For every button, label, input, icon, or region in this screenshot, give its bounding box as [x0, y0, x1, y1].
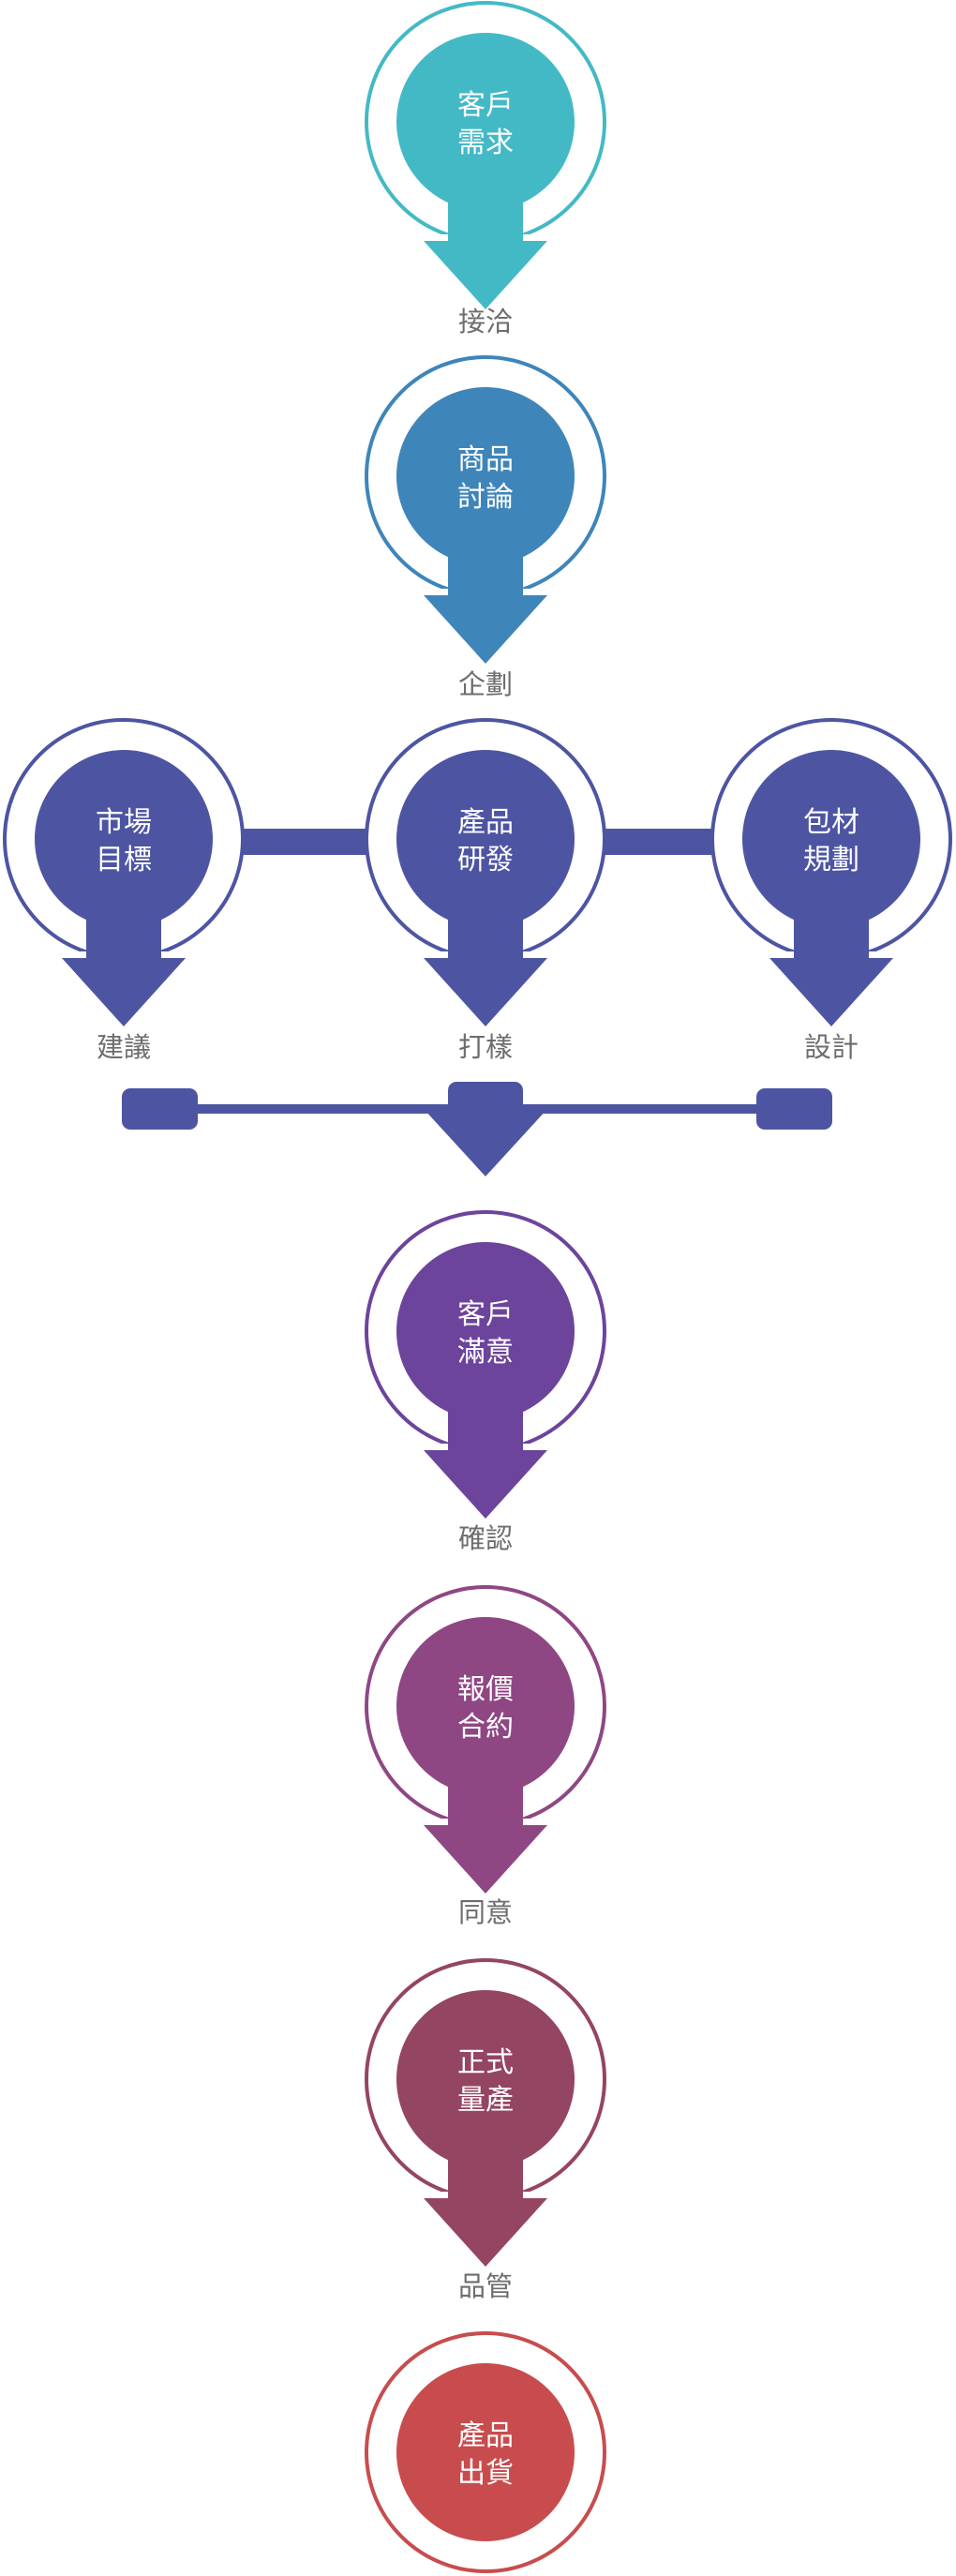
merge-bracket-left-cap — [122, 1088, 198, 1130]
pin-inner-circle — [396, 1242, 575, 1420]
pin-inner-circle — [396, 1990, 575, 2168]
step-label-sampling: 打樣 — [458, 1031, 513, 1063]
node-label-line1: 包材 — [803, 806, 859, 839]
node-label-line1: 客戶 — [457, 89, 514, 122]
pin-arrow-icon — [424, 1825, 547, 1894]
pin-arrow-icon — [62, 958, 186, 1026]
pin-arrow-icon — [424, 2198, 547, 2267]
merge-bracket-arrow — [424, 1109, 547, 1176]
pin-arrow-icon — [424, 595, 547, 664]
merge-bracket — [122, 1082, 832, 1176]
node-label-line1: 報價 — [457, 1673, 514, 1706]
step-label-design: 設計 — [804, 1031, 859, 1063]
pin-inner-circle — [396, 750, 575, 928]
pin-arrow-icon — [424, 241, 547, 309]
node-label-line1: 市場 — [96, 806, 152, 839]
step-label-contact: 接洽 — [458, 306, 513, 337]
pin-inner-circle — [35, 750, 213, 928]
step-label-confirmation: 確認 — [458, 1522, 513, 1554]
node-label-line2: 目標 — [96, 844, 152, 876]
pin-inner-circle — [396, 2363, 575, 2541]
node-label-line2: 出貨 — [457, 2457, 514, 2490]
step-label-planning: 企劃 — [458, 668, 513, 700]
pin-inner-circle — [396, 33, 575, 211]
pin-arrow-icon — [769, 958, 893, 1026]
node-label-line1: 商品 — [457, 443, 514, 476]
node-label-line2: 需求 — [457, 127, 514, 159]
step-label-suggestion: 建議 — [97, 1031, 151, 1063]
node-label-line1: 產品 — [457, 806, 514, 839]
pin-arrow-icon — [424, 958, 547, 1026]
step-label-agreement: 同意 — [458, 1896, 513, 1928]
node-label-line2: 量產 — [457, 2084, 514, 2117]
node-label-line1: 客戶 — [457, 1298, 514, 1331]
node-label-line2: 討論 — [457, 481, 514, 514]
node-label-line2: 合約 — [457, 1711, 514, 1744]
node-label-line2: 研發 — [457, 844, 514, 876]
node-label-line1: 產品 — [457, 2419, 514, 2452]
pin-inner-circle — [742, 750, 920, 928]
pin-arrow-icon — [424, 1450, 547, 1519]
node-label-line2: 滿意 — [457, 1336, 514, 1369]
step-label-quality-control: 品管 — [458, 2270, 513, 2302]
merge-bracket-right-cap — [756, 1088, 832, 1130]
node-label-line2: 規劃 — [803, 844, 859, 876]
pin-inner-circle — [396, 387, 575, 565]
pin-inner-circle — [396, 1617, 575, 1795]
node-label-line1: 正式 — [457, 2046, 514, 2079]
